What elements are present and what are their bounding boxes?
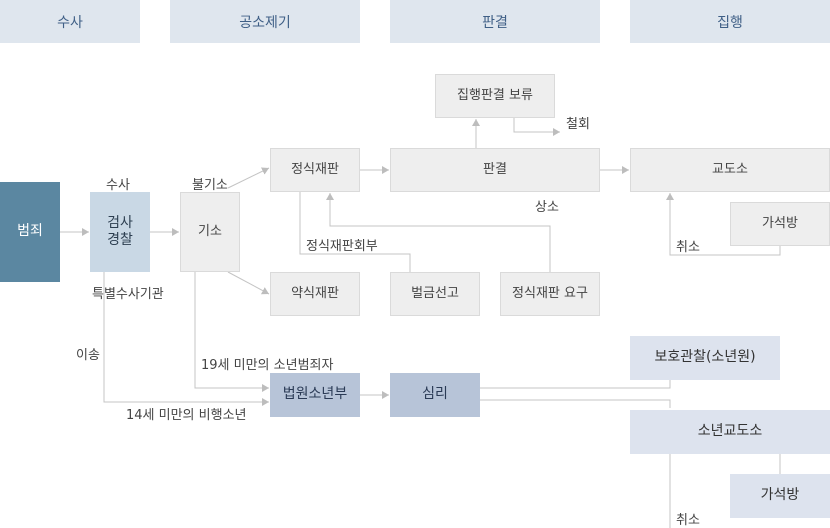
summary-trial-node: 약식재판 [270,272,360,316]
judgment-node: 판결 [390,148,600,192]
investigation-label: 수사 [106,178,130,193]
prosecutor-label: 검사 [107,214,133,231]
formal-trial-return-label: 정식재판회부 [306,239,378,254]
juvenile-parole-node: 가석방 [730,474,830,518]
stage-header-indictment: 공소제기 [170,0,360,43]
prison-node: 교도소 [630,148,830,192]
transfer-label: 이송 [76,348,100,363]
stage-header-judgment: 판결 [390,0,600,43]
crime-node: 범죄 [0,182,60,282]
parole-node: 가석방 [730,202,830,246]
appeal-label: 상소 [535,200,559,215]
cancel-juvenile-label: 취소 [676,513,700,528]
execution-hold-node: 집행판결 보류 [435,74,555,118]
fine-node: 벌금선고 [390,272,480,316]
hearing-node: 심리 [390,373,480,417]
probation-node: 보호관찰(소년원) [630,336,780,380]
juvenile-prison-node: 소년교도소 [630,410,830,454]
cancel-label: 취소 [676,240,700,255]
formal-trial-request-node: 정식재판 요구 [500,272,600,316]
under-14-label: 14세 미만의 비행소년 [126,408,247,423]
police-label: 경찰 [107,232,133,248]
stage-header-execution: 집행 [630,0,830,43]
non-indictment-label: 불기소 [192,178,228,193]
under-19-label: 19세 미만의 소년범죄자 [201,358,334,373]
police-prosecutor-node: 검사 경찰 [90,192,150,272]
special-agency-label: 특별수사기관 [92,287,164,302]
stage-header-investigation: 수사 [0,0,140,43]
indictment-node: 기소 [180,192,240,272]
withdraw-label: 철회 [566,117,590,132]
formal-trial-node: 정식재판 [270,148,360,192]
juvenile-court-node: 법원소년부 [270,373,360,417]
